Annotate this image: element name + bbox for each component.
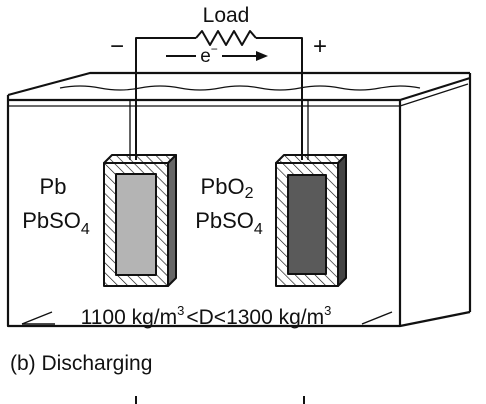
load-label: Load [203,4,250,27]
electron-label: e− [200,42,218,67]
external-circuit [129,30,309,160]
negative-terminal-sign: − [110,33,124,60]
electrolyte-tank [6,71,472,328]
electron-arrow-head [256,51,268,61]
wire-right [256,37,303,160]
positive-plate-core [287,174,327,275]
electrolyte-surface [59,85,421,91]
negative-plate-core [115,173,157,276]
negative-electrode-label-pb: Pb [40,174,67,199]
density-range-label: 1100 kg/m3<D<1300 kg/m3 [81,303,332,329]
tank-front-rim [6,76,471,102]
positive-electrode-label-pbo2: PbO2 [201,174,254,202]
density-arrows [21,311,393,325]
tank-front-face [6,100,402,328]
positive-terminal-sign: + [313,33,327,60]
load-resistor [195,30,257,46]
tank-bottom-right-edge [399,310,471,328]
wire-left [135,37,196,160]
tank-back-top-edge [7,71,470,97]
positive-electrode-label-pbso4: PbSO4 [195,208,263,238]
negative-electrode-label-pbso4: PbSO4 [22,208,90,238]
positive-electrode [275,154,347,287]
negative-electrode [103,154,177,287]
figure-caption: (b) Discharging [10,352,153,375]
